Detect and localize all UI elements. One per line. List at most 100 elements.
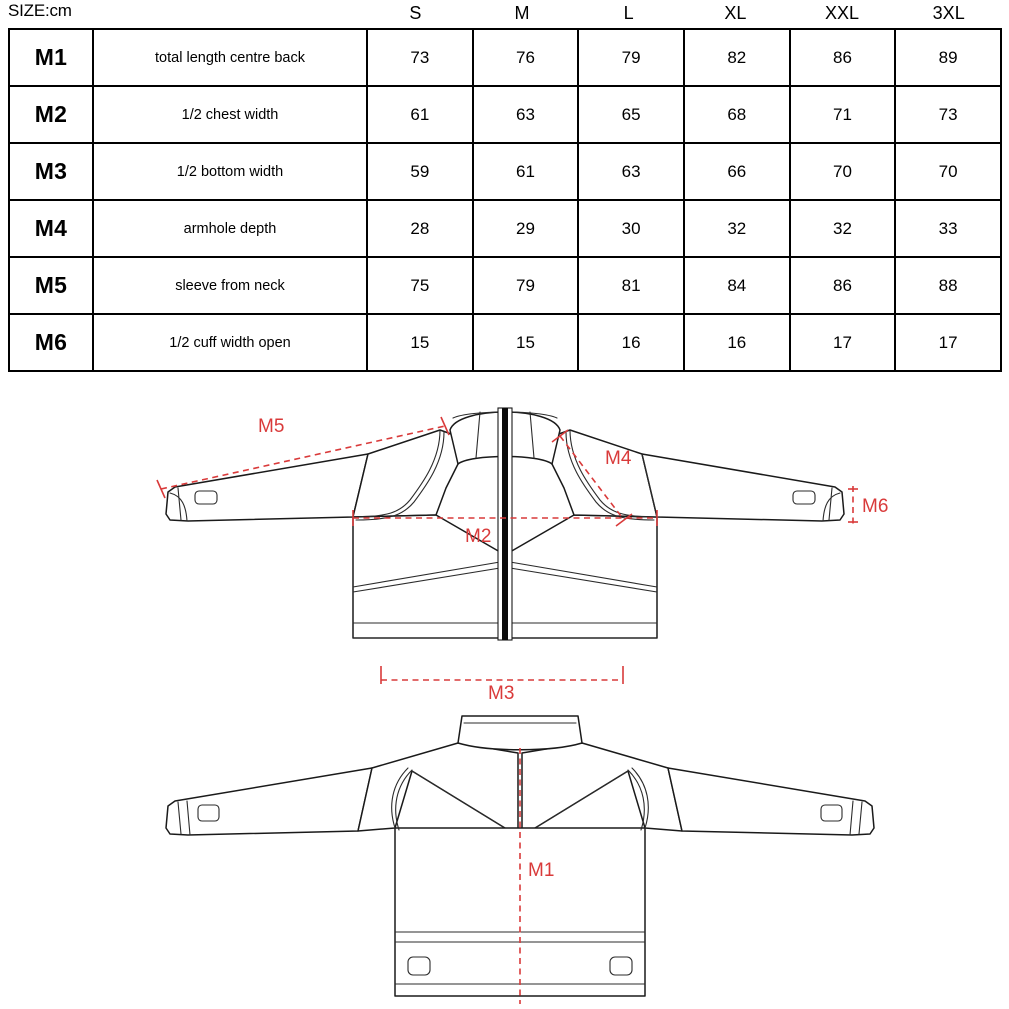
measurement-code: M6 <box>8 313 94 372</box>
back-left-armhole-piping-a <box>391 767 409 829</box>
measurement-value-3xl: 88 <box>894 256 1002 315</box>
right-cuff-seam <box>828 487 833 521</box>
left-cuff-tab <box>194 490 218 505</box>
measurement-value-s: 75 <box>366 256 474 315</box>
measurement-description: 1/2 bottom width <box>92 142 368 201</box>
measurement-value-s: 59 <box>366 142 474 201</box>
measurement-value-m: 15 <box>471 313 580 372</box>
measurement-value-xl: 84 <box>682 256 791 315</box>
back-left-yoke-panel <box>357 742 519 837</box>
size-header-m: M <box>514 3 530 23</box>
back-right-yoke-panel <box>521 742 683 837</box>
jacket-front-view-illustration: M5 M4 M6 M2 M3 <box>140 392 900 704</box>
back-right-armhole-piping-b <box>627 769 645 831</box>
right-sleeve-seam <box>641 453 658 518</box>
back-stand-collar <box>457 715 583 751</box>
measurement-value-m: 79 <box>471 256 580 315</box>
measurement-description: sleeve from neck <box>92 256 368 315</box>
right-chevron-seam-b <box>509 567 658 593</box>
table-row: M4 armhole depth 28 29 30 32 32 33 <box>8 199 1002 258</box>
back-left-cuff-seam-b <box>186 800 191 836</box>
size-header-xl: XL <box>724 3 747 23</box>
measurement-description: 1/2 chest width <box>92 85 368 144</box>
size-header-s: S <box>409 3 422 23</box>
measurement-value-l: 16 <box>577 313 685 372</box>
measurement-value-l: 65 <box>577 85 685 144</box>
measurement-value-3xl: 70 <box>894 142 1002 201</box>
size-column-headers: S M L XL XXL 3XL <box>362 0 1002 26</box>
m4-tick-start <box>551 429 569 443</box>
measurement-value-l: 81 <box>577 256 685 315</box>
measurement-value-xl: 82 <box>682 28 791 87</box>
jacket-back-view-illustration: M1 <box>140 706 900 1009</box>
measurement-code: M2 <box>8 85 94 144</box>
back-body-panel <box>394 827 646 997</box>
left-chevron-seam-b <box>352 567 501 593</box>
measurement-value-xl: 66 <box>682 142 791 201</box>
m1-measure-label: M1 <box>528 860 554 881</box>
table-row: M6 1/2 cuff width open 15 15 16 16 17 17 <box>8 313 1002 372</box>
measurement-value-m: 61 <box>471 142 580 201</box>
size-header-3xl: 3XL <box>932 3 965 23</box>
measurement-value-3xl: 89 <box>894 28 1002 87</box>
measurement-value-m: 76 <box>471 28 580 87</box>
measurement-value-3xl: 17 <box>894 313 1002 372</box>
table-row: M5 sleeve from neck 75 79 81 84 86 88 <box>8 256 1002 315</box>
measurement-value-xl: 32 <box>682 199 791 258</box>
measurement-value-s: 15 <box>366 313 474 372</box>
m4-tick-end <box>615 513 633 527</box>
measurement-value-xxl: 86 <box>788 28 897 87</box>
measurement-value-xxl: 71 <box>788 85 897 144</box>
m5-measure-label: M5 <box>258 416 284 437</box>
back-right-armhole-piping-a <box>631 767 649 829</box>
right-cuff-curve <box>822 492 841 522</box>
measurement-code: M3 <box>8 142 94 201</box>
measurement-code: M5 <box>8 256 94 315</box>
size-header-xxl: XXL <box>825 3 860 23</box>
m4-measure-line <box>559 435 625 521</box>
left-sleeve-panel <box>165 453 369 522</box>
table-row: M3 1/2 bottom width 59 61 63 66 70 70 <box>8 142 1002 201</box>
right-cuff-tab <box>792 490 816 505</box>
measurement-value-xxl: 70 <box>788 142 897 201</box>
size-unit-label: SIZE:cm <box>8 1 72 20</box>
measurement-value-xxl: 17 <box>788 313 897 372</box>
zipper-teeth <box>502 408 508 640</box>
m5-tick-end <box>440 416 450 436</box>
back-right-cuff-seam <box>858 801 863 835</box>
measurement-code: M1 <box>8 28 94 87</box>
measurement-value-m: 63 <box>471 85 580 144</box>
right-sleeve-panel <box>641 453 845 522</box>
size-header-l: L <box>623 3 634 23</box>
measurement-value-l: 63 <box>577 142 685 201</box>
measurement-value-xxl: 86 <box>788 256 897 315</box>
left-cuff-curve <box>169 492 188 522</box>
right-yoke-panel <box>541 429 658 518</box>
m2-measure-label: M2 <box>465 526 491 547</box>
measurement-description: armhole depth <box>92 199 368 258</box>
m6-measure-label: M6 <box>862 496 888 517</box>
back-left-cuff-tab <box>197 804 220 822</box>
back-right-cuff-seam-b <box>849 800 854 836</box>
measurement-value-xl: 16 <box>682 313 791 372</box>
measurement-table: M1 total length centre back 73 76 79 82 … <box>8 28 1002 372</box>
measurement-value-3xl: 73 <box>894 85 1002 144</box>
back-right-yoke-seam <box>521 770 629 837</box>
back-left-cuff-seam <box>177 801 182 835</box>
table-row: M2 1/2 chest width 61 63 65 68 71 73 <box>8 85 1002 144</box>
measurement-code: M4 <box>8 199 94 258</box>
back-right-cuff-tab <box>820 804 843 822</box>
back-left-armhole-piping-b <box>395 769 413 831</box>
collar-seam-right <box>529 411 535 459</box>
measurement-value-s: 28 <box>366 199 474 258</box>
back-left-sleeve-panel <box>165 767 373 836</box>
right-chevron-seam-a <box>509 561 658 588</box>
m5-measure-line <box>160 425 446 490</box>
measurement-value-xxl: 32 <box>788 199 897 258</box>
measurement-value-l: 79 <box>577 28 685 87</box>
measurement-value-l: 30 <box>577 199 685 258</box>
right-front-body-panel <box>509 514 658 639</box>
back-left-yoke-seam <box>411 770 519 837</box>
table-row: M1 total length centre back 73 76 79 82 … <box>8 28 1002 87</box>
measurement-description: 1/2 cuff width open <box>92 313 368 372</box>
